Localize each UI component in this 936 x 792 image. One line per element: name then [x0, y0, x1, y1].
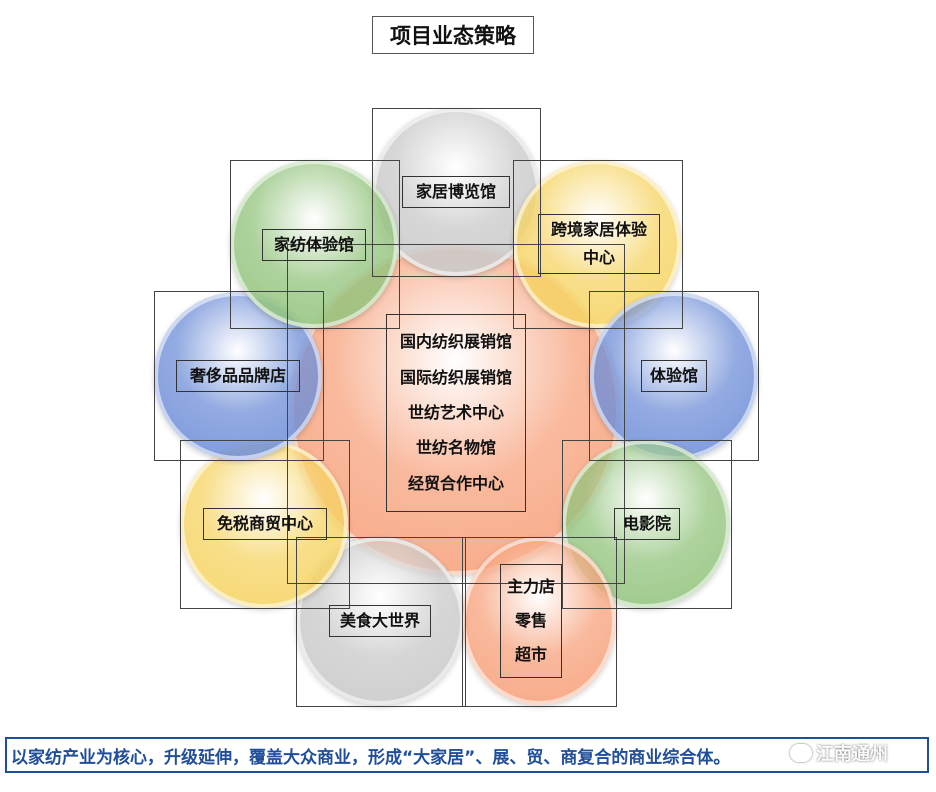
experience-circle: [590, 292, 758, 460]
food-frame: [296, 537, 466, 707]
cinema-frame: [562, 440, 732, 609]
anchor-label: 主力店零售超市: [500, 564, 562, 678]
luxury-label: 奢侈品品牌店: [176, 360, 300, 392]
cross-border-label: 跨境家居体验中心: [538, 214, 660, 274]
home-expo-circle: [372, 108, 540, 276]
experience-label: 体验馆: [641, 360, 707, 392]
center-frame: [287, 244, 625, 584]
watermark: 江南通州: [790, 740, 888, 766]
experience-frame: [589, 291, 759, 461]
page-title: 项目业态策略: [372, 16, 534, 54]
duty-free-circle: [180, 440, 348, 608]
food-label: 美食大世界: [329, 605, 431, 637]
textile-exp-label: 家纺体验馆: [262, 229, 366, 261]
chat-bubble-icon: [790, 744, 812, 762]
luxury-frame: [154, 291, 324, 461]
home-expo-label: 家居博览馆: [402, 176, 510, 208]
duty-free-frame: [180, 440, 350, 609]
anchor-frame: [462, 537, 617, 707]
duty-free-label: 免税商贸中心: [203, 508, 327, 540]
home-expo-frame: [372, 108, 541, 277]
center-label: 国内纺织展销馆 国际纺织展销馆 世纺艺术中心 世纺名物馆 经贸合作中心: [386, 314, 526, 512]
cinema-label: 电影院: [614, 508, 680, 540]
slogan-banner: 以家纺产业为核心，升级延伸，覆盖大众商业，形成“大家居”、展、贸、商复合的商业综…: [5, 737, 929, 773]
